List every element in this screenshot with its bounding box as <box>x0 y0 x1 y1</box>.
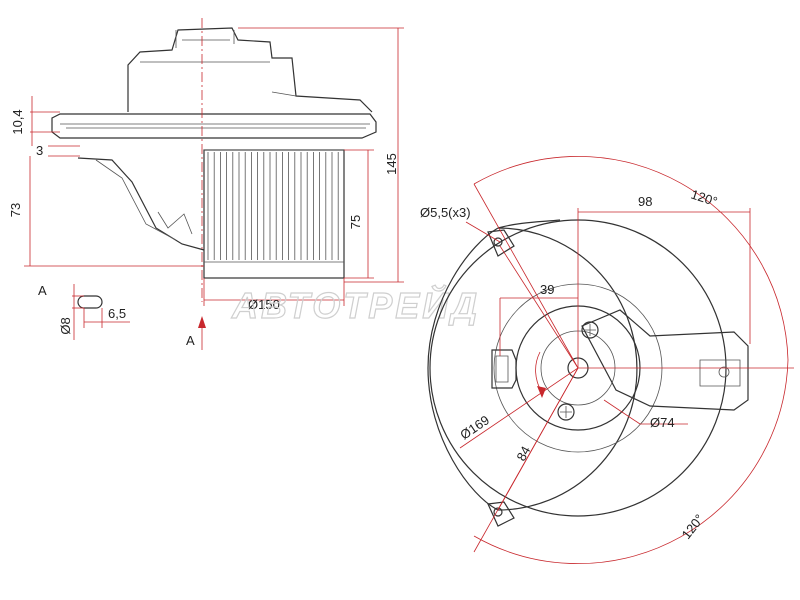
dim-angle-bottom: 120° <box>679 511 707 541</box>
dim-total-height: 145 <box>384 153 399 175</box>
dim-hub-diameter: Ø74 <box>650 415 675 430</box>
outer-flange <box>427 219 638 511</box>
dim-flange-height: 10,4 <box>10 109 25 134</box>
detail-a: A Ø8 6,5 <box>38 283 130 340</box>
dim-wheel-diameter: Ø150 <box>248 297 280 312</box>
watermark: АВТОТРЕЙД <box>231 284 480 326</box>
connector-arm <box>581 309 749 411</box>
flange-inner <box>60 123 370 129</box>
hub-screws <box>557 321 599 421</box>
side-view: 10,4 3 73 75 145 Ø150 <box>8 18 404 350</box>
dim-pin-diameter: Ø8 <box>58 317 73 334</box>
dim-hole-diameter: Ø5,5(x3) <box>420 205 471 220</box>
angle-arc <box>473 155 789 565</box>
dim-flange-thickness: 3 <box>36 143 43 158</box>
terminal-left <box>491 349 517 389</box>
fan-blades <box>207 152 339 260</box>
top-view: 98 120° 120° 39 Ø5,5(x3) Ø169 Ø74 84 <box>420 155 794 565</box>
motor-housing <box>127 27 373 113</box>
detail-a-label: A <box>38 283 47 298</box>
section-arrow-a: A <box>186 316 206 350</box>
dim-pin-length: 6,5 <box>108 306 126 321</box>
top-dimensions: 98 120° 120° 39 Ø5,5(x3) Ø169 Ø74 84 <box>420 183 794 553</box>
motor-cap <box>140 30 297 97</box>
pin-detail <box>77 295 103 309</box>
connector-pin <box>718 366 730 378</box>
dim-connector-offset: 98 <box>638 194 652 209</box>
lower-cone <box>77 157 205 251</box>
fan-wheel <box>203 149 345 279</box>
dim-radius: 84 <box>513 444 533 464</box>
section-mark-label: A <box>186 333 195 348</box>
lower-cone-inner <box>95 159 193 241</box>
dim-wheel-height: 75 <box>348 215 363 229</box>
dim-lower-height: 73 <box>8 203 23 217</box>
dim-hub-offset: 39 <box>540 282 554 297</box>
mounting-ears <box>487 229 515 527</box>
dim-angle-top: 120° <box>689 187 719 210</box>
side-dimensions: 10,4 3 73 75 145 Ø150 <box>8 18 404 312</box>
mounting-flange <box>51 113 377 139</box>
connector-socket <box>699 359 741 387</box>
fan-rim <box>204 149 344 263</box>
